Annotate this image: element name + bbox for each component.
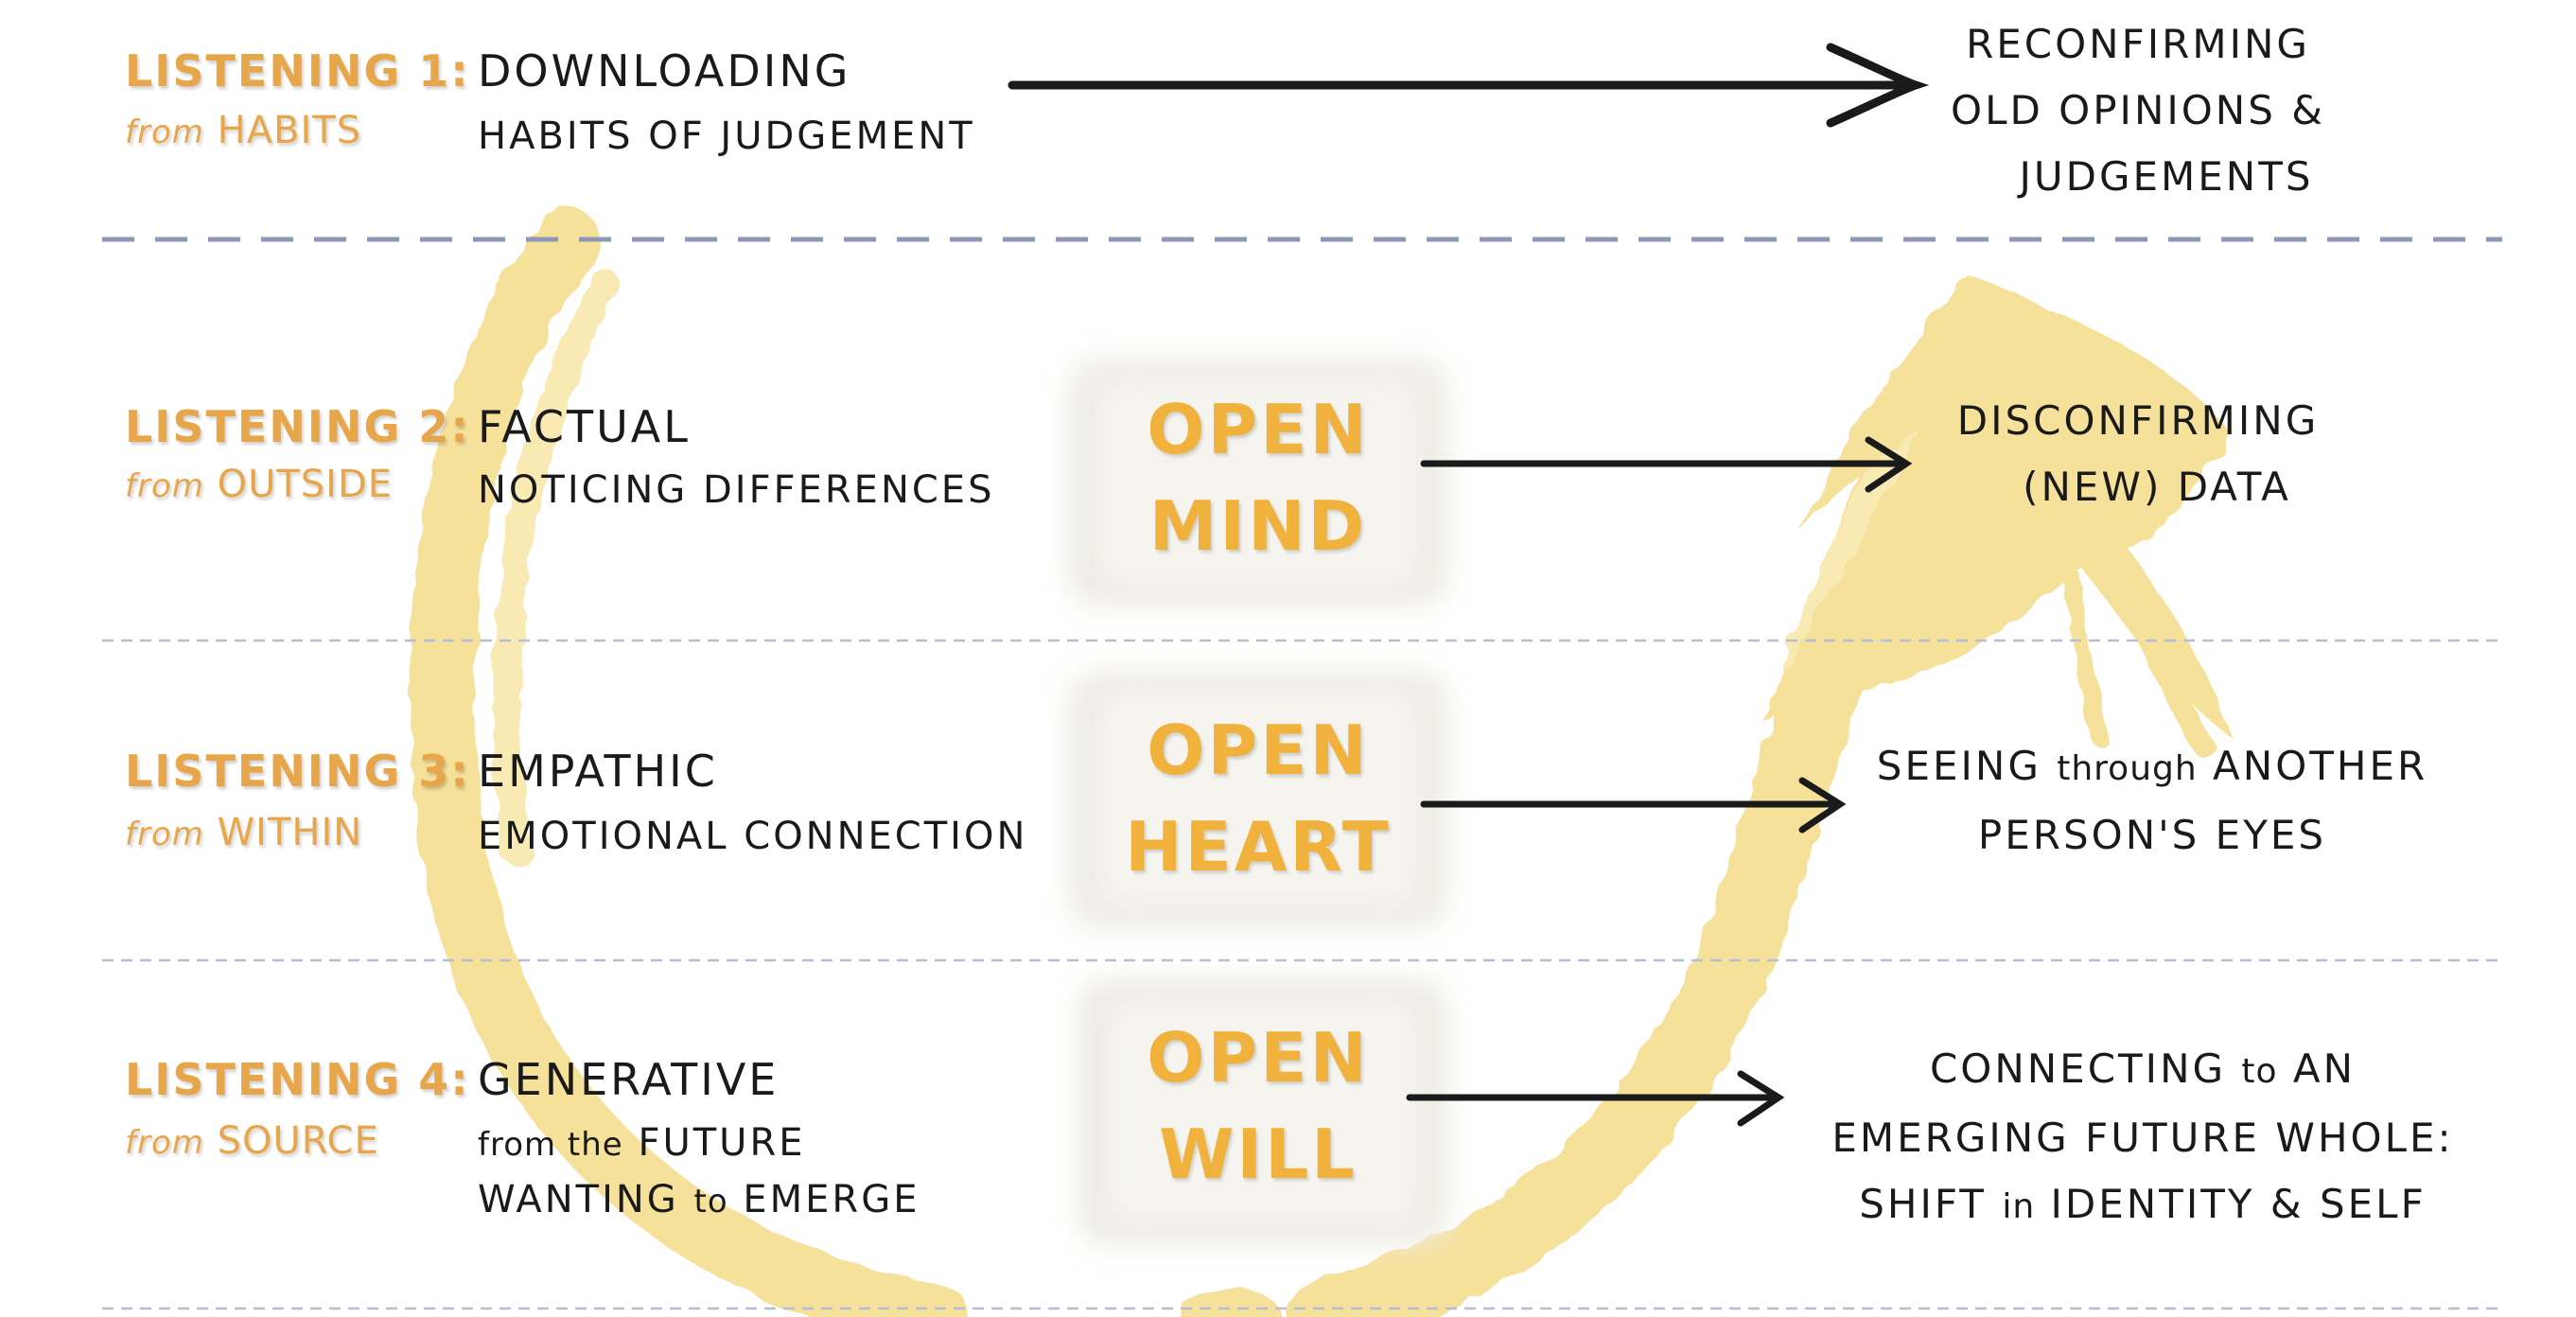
listening-description-2: NOTICING DIFFERENCES <box>478 468 995 512</box>
source-name: HABITS <box>217 109 362 152</box>
listening-level-1: LISTENING 1: <box>125 45 470 97</box>
open-target: HEART <box>1125 807 1392 887</box>
listening-level-3: LISTENING 3: <box>125 746 470 797</box>
listening-description-4a: from the FUTURE <box>478 1121 806 1165</box>
open-word: OPEN <box>1147 711 1370 790</box>
listening-result-2: DISCONFIRMING (NEW) DATA <box>1930 388 2346 520</box>
source-prefix: from <box>125 816 204 853</box>
source-name: SOURCE <box>217 1119 379 1163</box>
listening-source-4: from SOURCE <box>125 1122 379 1160</box>
result-line: PERSON'S EYES <box>1977 812 2327 858</box>
result-line: JUDGEMENTS <box>2019 153 2314 200</box>
listening-description-3: EMOTIONAL CONNECTION <box>478 815 1028 858</box>
listening-result-1: RECONFIRMING OLD OPINIONS & JUDGEMENTS <box>1930 11 2346 210</box>
listening-result-4: CONNECTING to AN EMERGING FUTURE WHOLE: … <box>1802 1036 2483 1240</box>
listening-type-3: EMPATHIC <box>478 746 718 797</box>
result-line: (NEW) DATA <box>2023 464 2291 510</box>
result-line: EMERGING FUTURE WHOLE: <box>1831 1115 2454 1161</box>
u-curve <box>409 208 2233 1317</box>
listening-type-2: FACTUAL <box>478 401 691 452</box>
listening-description-4b: WANTING to EMERGE <box>478 1178 920 1221</box>
source-prefix: from <box>125 1124 204 1162</box>
open-mind-label: OPEN MIND <box>1078 395 1438 560</box>
source-name: WITHIN <box>217 811 363 854</box>
result-line: SEEING through ANOTHER <box>1876 743 2428 789</box>
source-prefix: from <box>125 467 204 505</box>
listening-type-4: GENERATIVE <box>478 1054 780 1105</box>
listening-source-1: from HABITS <box>125 112 361 149</box>
result-line: DISCONFIRMING <box>1956 397 2320 444</box>
result-line: CONNECTING to AN <box>1929 1045 2357 1092</box>
arrows <box>1008 43 1930 1127</box>
listening-source-2: from OUTSIDE <box>125 465 393 503</box>
open-target: WILL <box>1159 1115 1358 1194</box>
open-label-boxes <box>1069 360 1447 1244</box>
result-line: OLD OPINIONS & <box>1951 87 2325 133</box>
open-heart-label: OPEN HEART <box>1078 716 1438 881</box>
listening-level-4: LISTENING 4: <box>125 1054 470 1105</box>
open-word: OPEN <box>1147 1018 1370 1098</box>
listening-description-1: HABITS OF JUDGEMENT <box>478 114 975 158</box>
result-line: SHIFT in IDENTITY & SELF <box>1859 1181 2427 1227</box>
open-target: MIND <box>1148 486 1368 566</box>
listening-result-3: SEEING through ANOTHER PERSON'S EYES <box>1859 733 2445 869</box>
listening-source-3: from WITHIN <box>125 814 362 852</box>
open-will-label: OPEN WILL <box>1078 1024 1438 1188</box>
source-name: OUTSIDE <box>217 463 394 506</box>
open-word: OPEN <box>1147 390 1370 469</box>
listening-level-2: LISTENING 2: <box>125 401 470 452</box>
source-prefix: from <box>125 114 204 151</box>
listening-type-1: DOWNLOADING <box>478 45 851 97</box>
result-line: RECONFIRMING <box>1966 21 2310 67</box>
